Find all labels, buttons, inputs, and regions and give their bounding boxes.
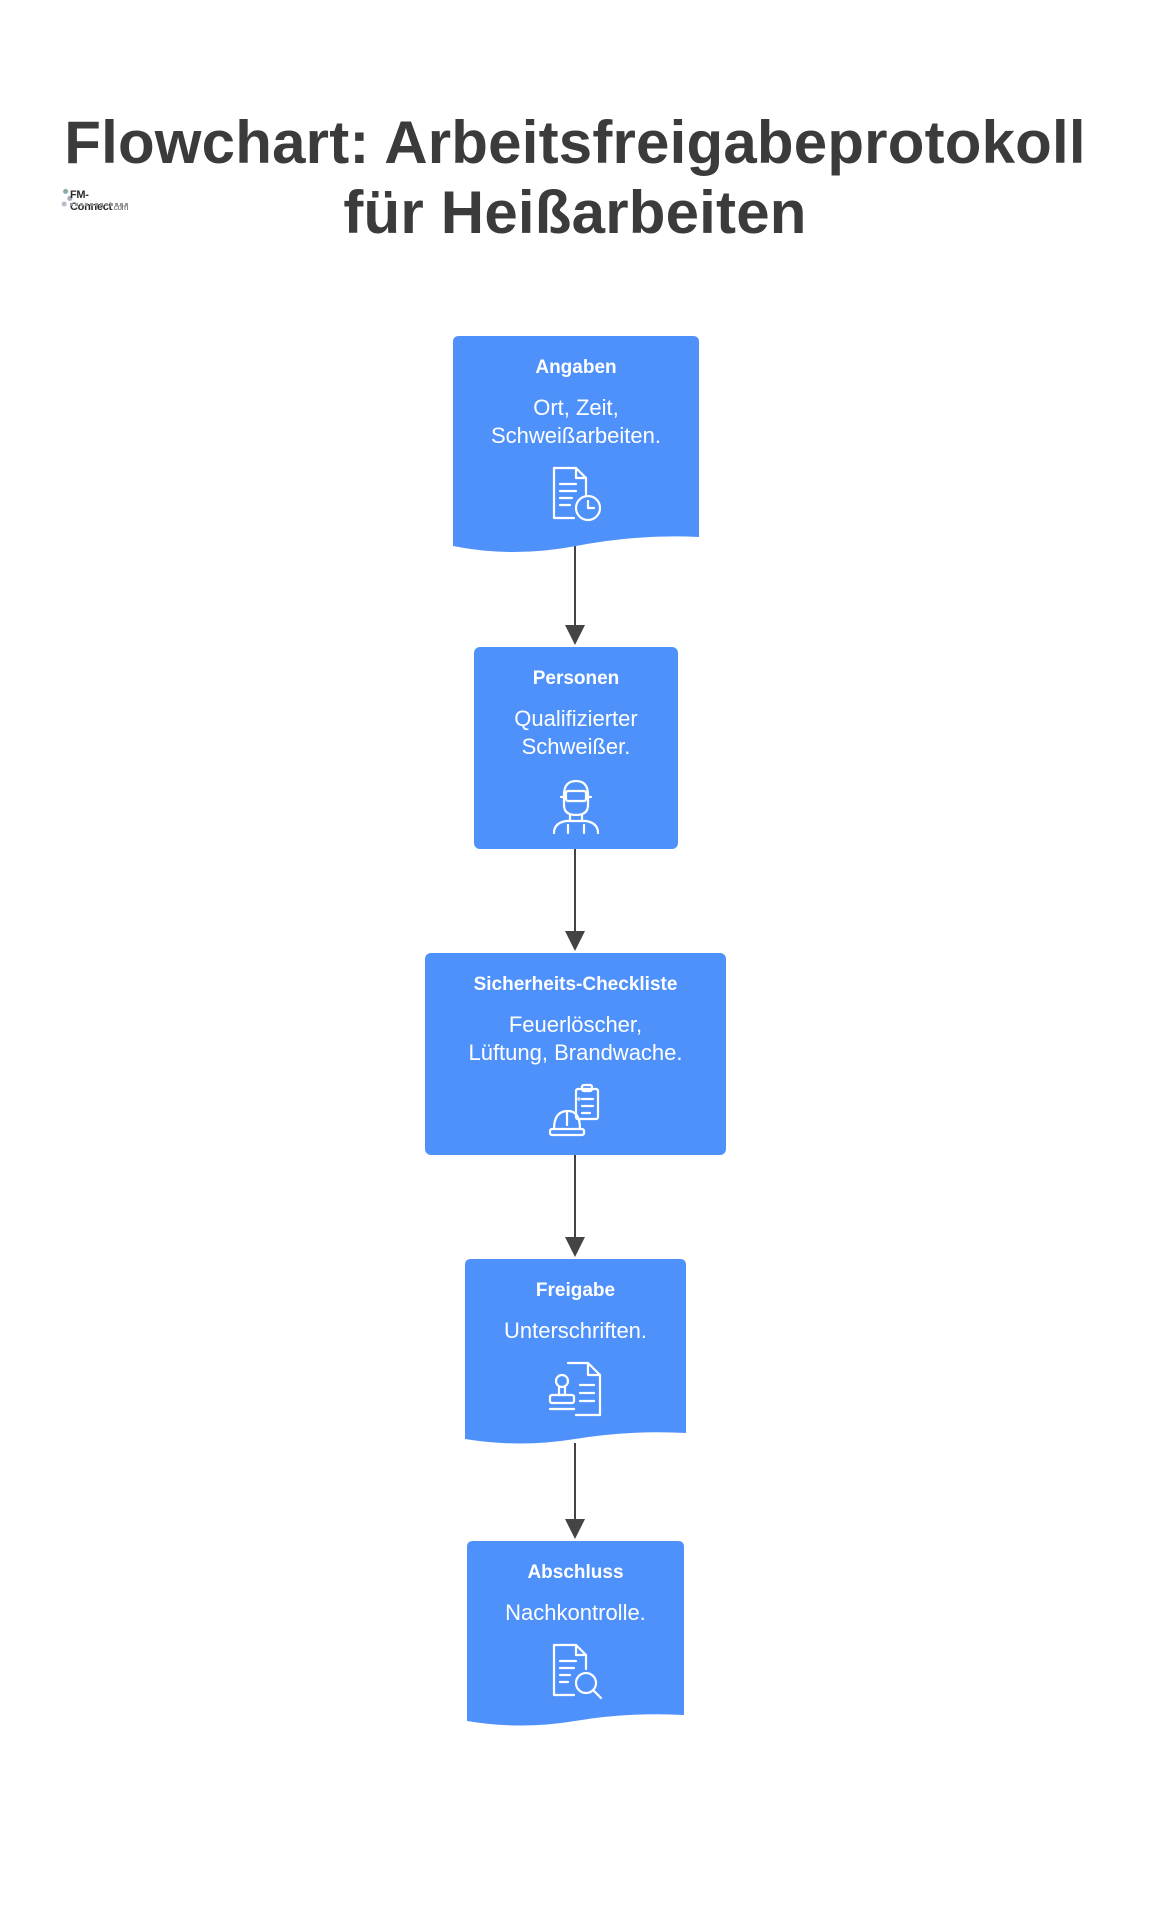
node-heading: Freigabe — [535, 1280, 616, 1301]
document-shape — [467, 1541, 684, 1726]
node-heading: Angaben — [535, 357, 617, 378]
flow-node-personen: Personen Qualifizierter Schweißer. — [474, 647, 678, 849]
node-heading: Personen — [532, 668, 620, 689]
flow-node-freigabe: Freigabe Unterschriften. — [465, 1259, 686, 1449]
hardhat-checklist-icon — [548, 1083, 599, 1137]
fm-connect-logo: FM-Connect.com — [60, 183, 130, 213]
node-heading: Abschluss — [527, 1562, 624, 1583]
document-clock-icon — [552, 466, 602, 522]
node-description: Nachkontrolle. — [505, 1600, 646, 1625]
stamp-document-icon — [548, 1361, 601, 1417]
document-shape — [465, 1259, 686, 1444]
node-description: Ort, Zeit, Schweißarbeiten. — [491, 395, 661, 448]
welder-icon — [552, 779, 600, 835]
node-description: Feuerlöscher, Lüftung, Brandwache. — [468, 1012, 683, 1065]
logo-tagline-line — [70, 203, 130, 206]
rectangle-shape — [425, 953, 726, 1155]
rectangle-shape — [474, 647, 678, 849]
document-search-icon — [552, 1643, 602, 1700]
flow-node-abschluss: Abschluss Nachkontrolle. — [467, 1541, 684, 1731]
logo-suffix: .com — [111, 203, 129, 212]
node-description: Unterschriften. — [503, 1318, 648, 1343]
flow-node-sicherheits-checkliste: Sicherheits-Checkliste Feuerlöscher, Lüf… — [425, 953, 726, 1155]
flow-node-angaben: Angaben Ort, Zeit, Schweißarbeiten. — [453, 336, 699, 556]
node-description: Qualifizierter Schweißer. — [514, 706, 638, 759]
node-heading: Sicherheits-Checkliste — [473, 974, 678, 995]
page-title: Flowchart: Arbeitsfreigabeprotokoll für … — [64, 109, 1086, 246]
document-shape — [453, 336, 699, 552]
